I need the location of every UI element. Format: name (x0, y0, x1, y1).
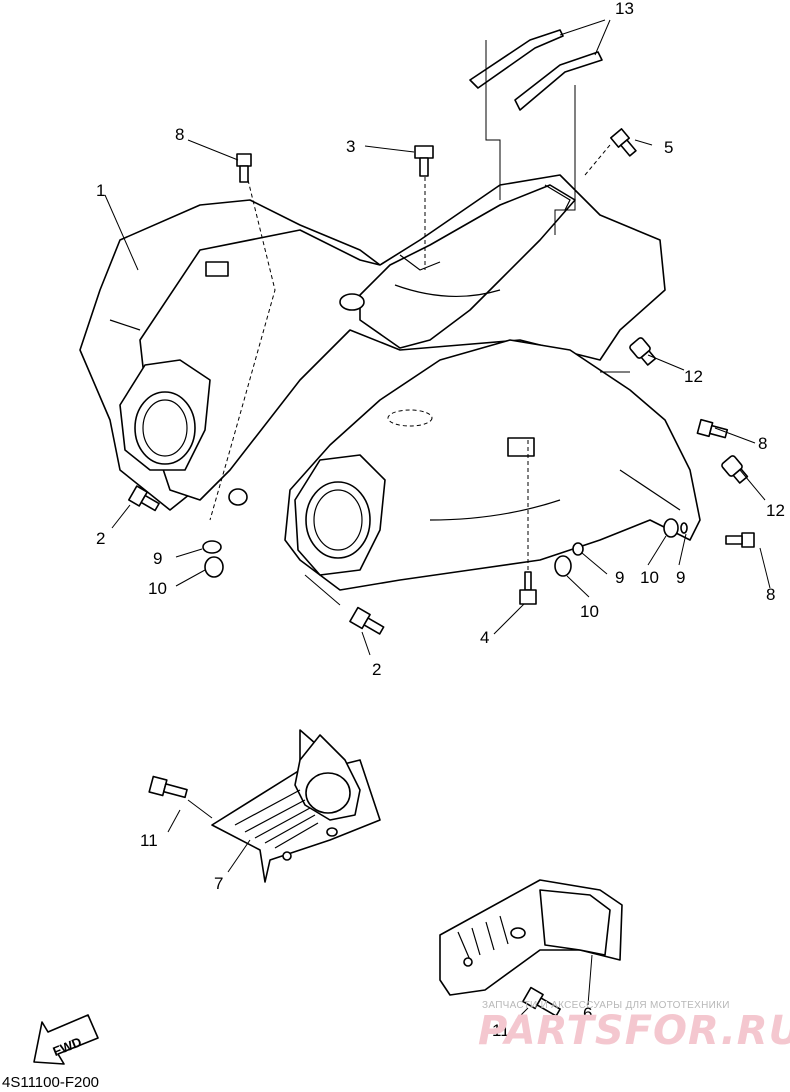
guard-6 (439, 879, 623, 996)
callout-4: 4 (480, 628, 489, 647)
washer-9-left (202, 540, 222, 554)
bolt-11-left (148, 775, 188, 799)
nut-10-left (204, 556, 224, 578)
callout-11-right: 11 (492, 1021, 510, 1040)
screw-5 (609, 128, 637, 157)
fwd-arrow: FWD (33, 1014, 99, 1065)
watermark-tagline: ЗАПЧАСТИ И АКСЕССУАРЫ ДЛЯ МОТОТЕХНИКИ (482, 1000, 730, 1011)
callout-6: 6 (583, 1004, 592, 1023)
callout-7: 7 (214, 874, 223, 893)
diagram-code: 4S11100-F200 (2, 1074, 100, 1091)
callout-3: 3 (346, 137, 355, 156)
bolt-3 (414, 145, 434, 177)
fasteners (128, 128, 755, 635)
bolt-8-top (236, 153, 252, 183)
clip-12-upper (629, 337, 657, 366)
callout-9-left: 9 (153, 549, 162, 568)
callout-10-center: 10 (580, 602, 599, 621)
callout-12-upper: 12 (684, 367, 703, 386)
hidden-panel-outline (485, 40, 576, 235)
callout-10-right: 10 (640, 568, 659, 587)
screw-4 (519, 571, 537, 605)
callout-13: 13 (615, 0, 634, 18)
clip-12-lower (721, 455, 749, 484)
bolt-11-right (522, 986, 561, 1017)
callout-11-left: 11 (140, 831, 158, 850)
bolt-2-left (128, 485, 160, 512)
bolt-8-lower (725, 532, 755, 548)
bolt-2-bottom (349, 606, 385, 635)
nut-10-center (554, 555, 572, 577)
callout-labels: 1 2 2 3 4 5 6 7 8 8 8 9 9 9 10 10 10 11 … (96, 0, 785, 1040)
callout-9-center: 9 (615, 568, 624, 587)
callout-10-left: 10 (148, 579, 167, 598)
watermark-logo: PARTSFOR.RU (478, 1008, 790, 1054)
front-fender (79, 174, 701, 591)
leader-lines (104, 19, 771, 1021)
callout-2-left: 2 (96, 529, 105, 548)
callout-1: 1 (96, 181, 105, 200)
callout-8-right: 8 (758, 434, 767, 453)
bolt-8-right (696, 418, 729, 439)
callout-8-top: 8 (175, 125, 184, 144)
washer-9-right (680, 522, 688, 534)
callout-2-bottom: 2 (372, 660, 381, 679)
guard-7 (211, 729, 381, 883)
callout-12-lower: 12 (766, 501, 785, 520)
callout-9-right: 9 (676, 568, 685, 587)
hidden-lines (209, 144, 611, 570)
stay-pair (469, 29, 603, 111)
callout-8-lower: 8 (766, 585, 775, 604)
washer-9-center (572, 542, 584, 556)
callout-5: 5 (664, 138, 673, 157)
nut-10-right (663, 518, 679, 538)
